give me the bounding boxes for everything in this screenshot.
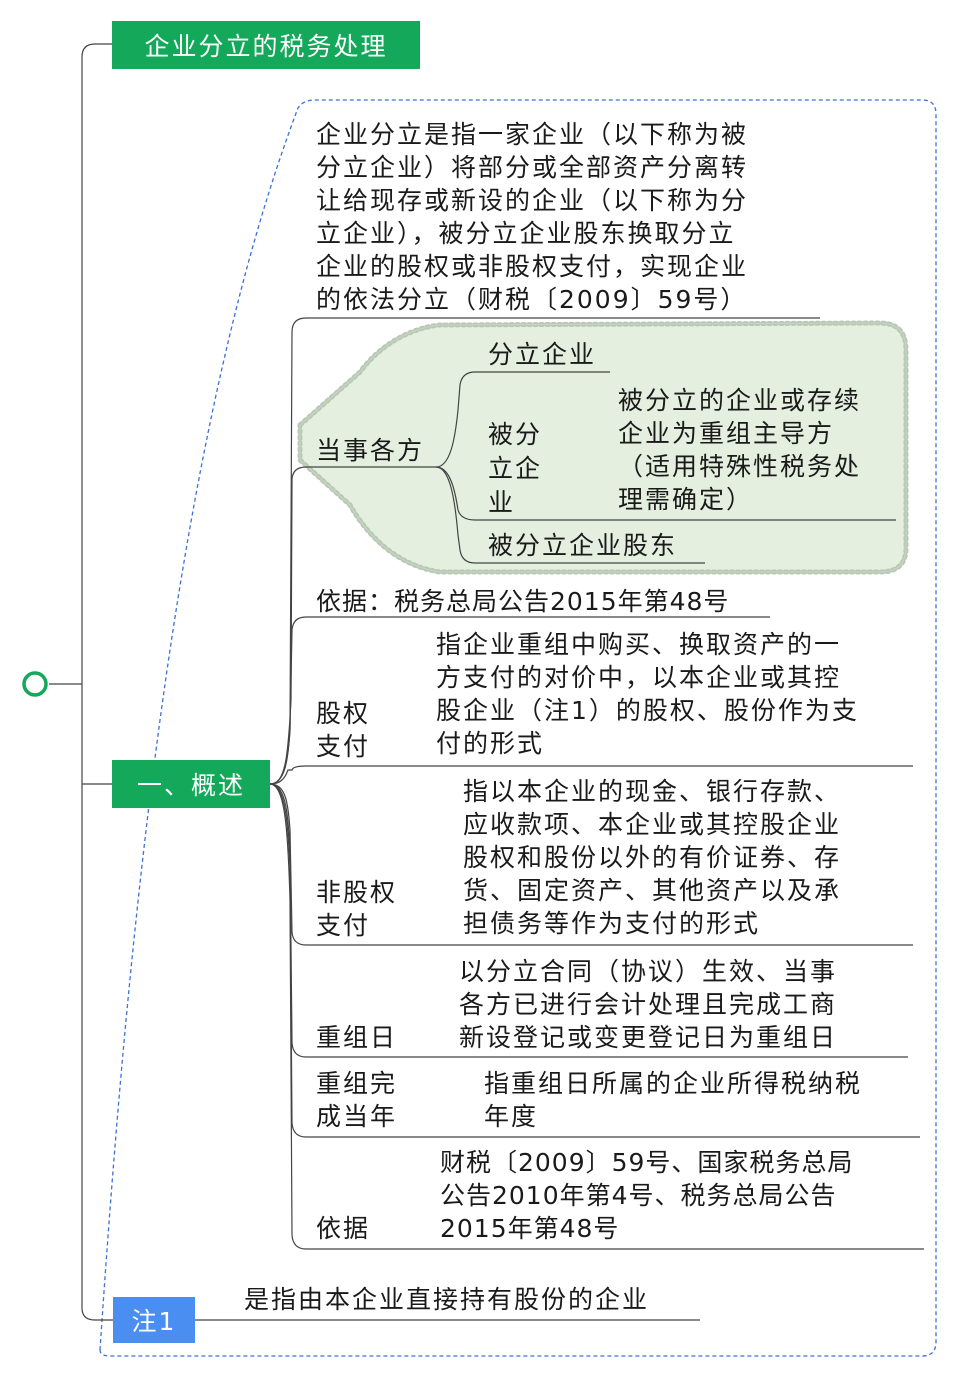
non-equity-payment-label: 非股权 支付 [316, 878, 398, 940]
reorg-date-desc: 以分立合同（协议）生效、当事 各方已进行会计处理且完成工商 新设登记或变更登记日… [459, 957, 838, 1052]
reorg-year-desc: 指重组日所属的企业所得税纳税 年度 [484, 1069, 863, 1131]
root-node-circle[interactable] [22, 671, 48, 697]
note-label: 注1 [131, 1307, 177, 1336]
root-title: 企业分立的税务处理 [144, 32, 388, 61]
equity-payment-label: 股权 支付 [316, 699, 371, 761]
party-divided-enterprise-label: 被分 立企 业 [488, 420, 543, 517]
note-node[interactable]: 注1 [113, 1297, 195, 1343]
definition-text: 企业分立是指一家企业（以下称为被 分立企业）将部分或全部资产分离转 让给现存或新… [316, 120, 749, 314]
overview-title: 一、概述 [136, 771, 245, 800]
party-divided-enterprise-desc: 被分立的企业或存续 企业为重组主导方 （适用特殊性税务处 理需确定） [618, 386, 862, 514]
non-equity-payment-desc: 指以本企业的现金、银行存款、 应收款项、本企业或其控股企业 股权和股份以外的有价… [463, 777, 842, 938]
reorg-year-label: 重组完 成当年 [316, 1069, 398, 1131]
reorg-date-label: 重组日 [316, 1023, 398, 1052]
basis-desc: 财税〔2009〕59号、国家税务总局 公告2010年第4号、税务总局公告 201… [440, 1148, 854, 1243]
note-desc: 是指由本企业直接持有股份的企业 [244, 1285, 650, 1314]
basis-label: 依据 [316, 1214, 371, 1243]
overview-node[interactable]: 一、概述 [112, 760, 270, 808]
root-title-box[interactable]: 企业分立的税务处理 [112, 21, 420, 69]
basis-48: 依据：税务总局公告2015年第48号 [316, 587, 730, 616]
equity-payment-desc: 指企业重组中购买、换取资产的一 方支付的对价中，以本企业或其控 股企业（注1）的… [436, 630, 859, 758]
parties-label: 当事各方 [316, 436, 425, 465]
party-split-enterprise: 分立企业 [488, 340, 597, 369]
summary-boundary [99, 99, 937, 1357]
party-shareholders: 被分立企业股东 [488, 531, 678, 560]
